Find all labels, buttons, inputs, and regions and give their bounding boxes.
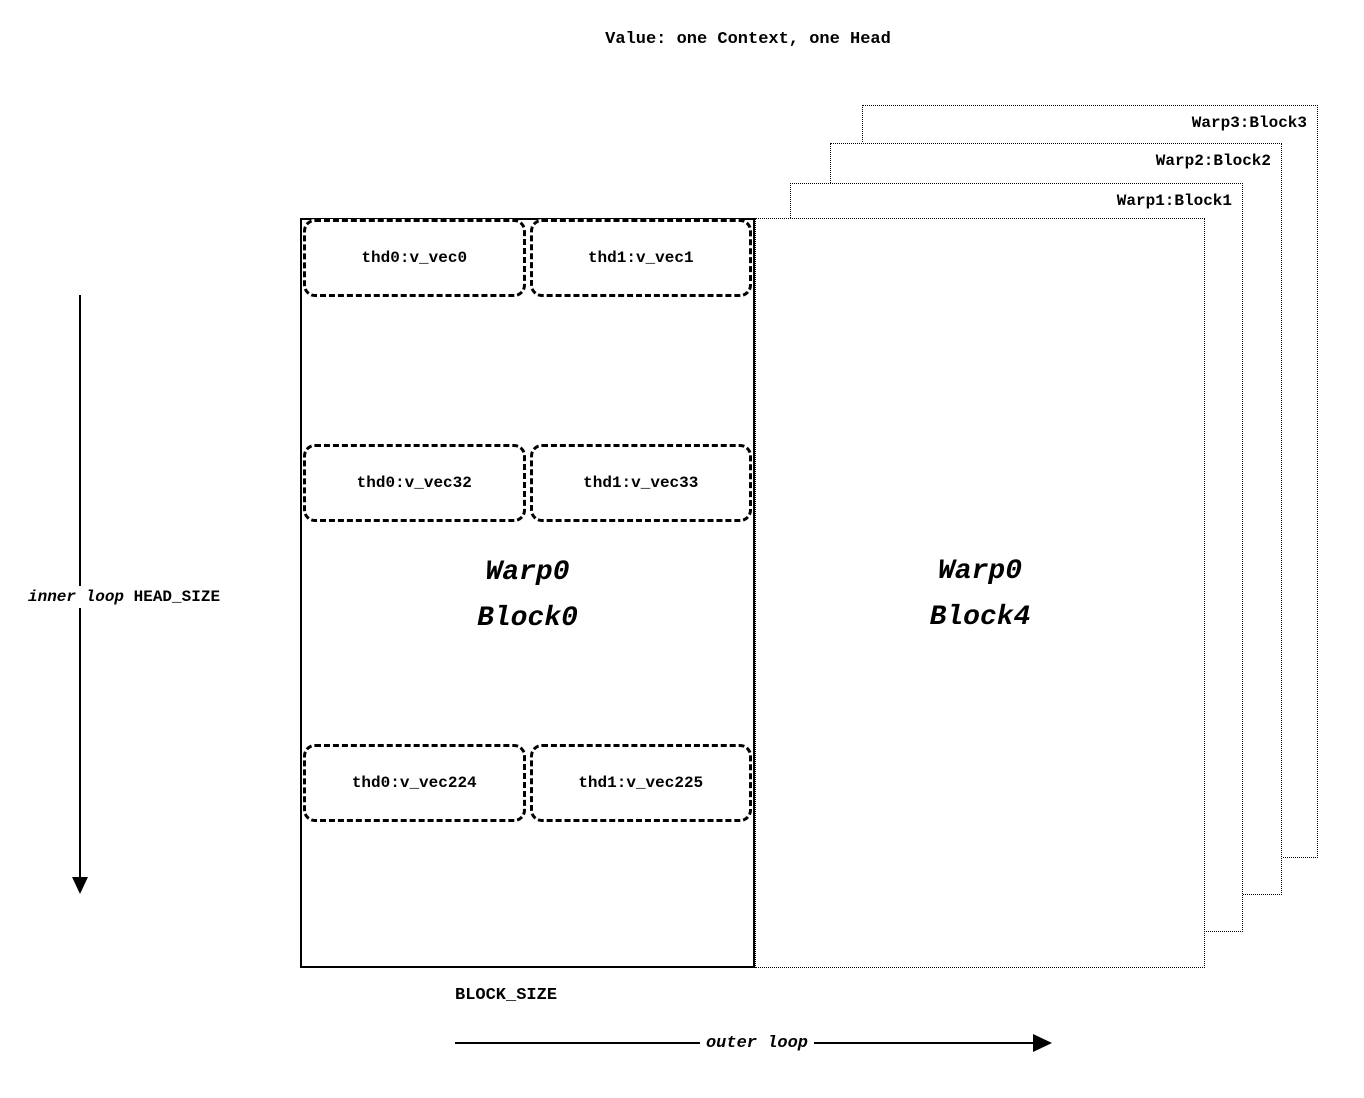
block-size-label: BLOCK_SIZE: [455, 986, 558, 1005]
cell-thd0-v-vec32: thd0:v_vec32: [303, 444, 526, 522]
cell-thd1-v-vec225: thd1:v_vec225: [529, 744, 752, 822]
diagram-title: Value: one Context, one Head: [605, 30, 891, 49]
thread-vector-row-1: thd0:v_vec32 thd1:v_vec33: [303, 444, 752, 522]
cell-thd1-v-vec33: thd1:v_vec33: [529, 444, 752, 522]
outer-loop-arrow-head-icon: [1033, 1034, 1052, 1052]
inner-loop-arrow-head-icon: [72, 877, 88, 894]
block0-caption-line1: Warp0: [485, 557, 570, 588]
block-warp0-block0: Warp0 Block0 thd0:v_vec0 thd1:v_vec1 thd…: [300, 218, 755, 968]
inner-loop-head-size-label: inner loop HEAD_SIZE: [24, 586, 225, 608]
thread-vector-row-2: thd0:v_vec224 thd1:v_vec225: [303, 744, 752, 822]
cell-thd0-v-vec0: thd0:v_vec0: [303, 219, 526, 297]
block0-caption: Warp0 Block0: [302, 550, 753, 642]
block0-caption-line2: Block0: [477, 603, 578, 634]
outer-loop-label: outer loop: [699, 1034, 815, 1053]
head-size-label: HEAD_SIZE: [133, 588, 221, 606]
block-warp2-label: Warp2:Block2: [1155, 152, 1271, 170]
block4-caption: Warp0 Block4: [756, 549, 1204, 641]
block4-caption-line2: Block4: [929, 602, 1031, 633]
inner-loop-label: inner loop: [28, 588, 125, 606]
cell-thd0-v-vec224: thd0:v_vec224: [303, 744, 526, 822]
thread-vector-row-0: thd0:v_vec0 thd1:v_vec1: [303, 219, 752, 297]
block-warp0-block4: Warp0 Block4: [755, 218, 1205, 968]
cell-thd1-v-vec1: thd1:v_vec1: [529, 219, 752, 297]
block-warp1-label: Warp1:Block1: [1116, 192, 1232, 210]
block-warp3-label: Warp3:Block3: [1191, 114, 1307, 132]
block4-caption-line1: Warp0: [937, 556, 1022, 587]
